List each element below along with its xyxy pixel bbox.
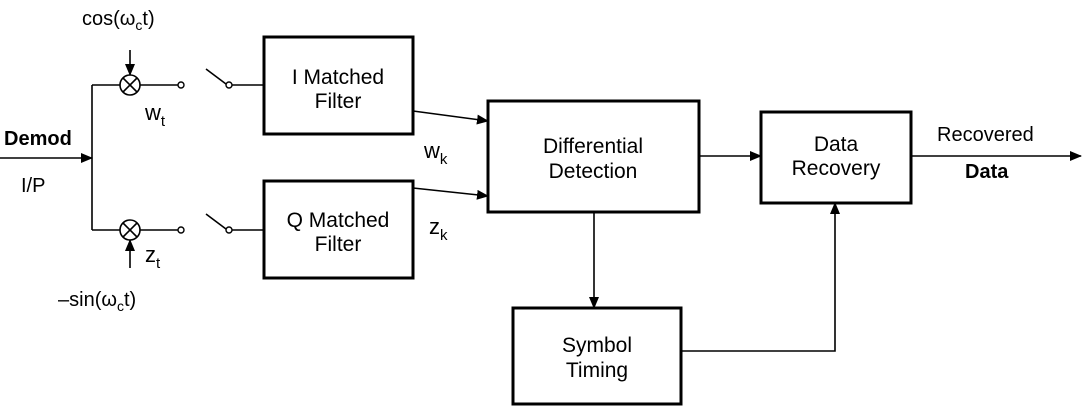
q-filter-label-line2: Filter <box>315 233 362 256</box>
i-matched-filter-block: I Matched Filter <box>262 35 415 136</box>
symbol-timing-block: Symbol Timing <box>511 306 683 406</box>
q-filter-label-line1: Q Matched <box>287 209 390 232</box>
i-filter-label-line1: I Matched <box>292 66 384 89</box>
recovered-label: Recovered <box>937 124 1034 146</box>
w-k-label: wk <box>423 138 448 168</box>
cos-carrier-label: cos(ωct) <box>82 8 155 33</box>
timing-label-line1: Symbol <box>562 334 632 357</box>
detection-label-line1: Differential <box>543 135 643 158</box>
data-output-label: Data <box>965 161 1009 183</box>
i-filter-to-detection-line <box>412 110 489 125</box>
input-port-label: I/P <box>21 175 45 197</box>
i-filter-label-line2: Filter <box>315 90 362 113</box>
wires <box>0 50 1082 352</box>
q-filter-to-detection-line <box>412 187 489 200</box>
demod-label: Demod <box>4 128 72 150</box>
recovery-label-line1: Data <box>814 133 859 156</box>
detection-label-line2: Detection <box>549 160 638 183</box>
lower-mixer <box>119 219 141 241</box>
upper-switch <box>177 68 233 89</box>
timing-to-recovery-line <box>681 202 840 352</box>
sin-carrier-label: –sin(ωct) <box>58 289 136 314</box>
z-t-label: zt <box>145 242 161 272</box>
recovery-label-line2: Recovery <box>792 157 881 180</box>
z-k-label: zk <box>429 214 448 244</box>
q-matched-filter-block: Q Matched Filter <box>262 179 415 280</box>
upper-mixer <box>119 74 141 96</box>
w-t-label: wt <box>144 100 166 130</box>
differential-detection-block: Differential Detection <box>486 99 701 214</box>
lower-switch <box>177 213 233 234</box>
timing-label-line2: Timing <box>566 359 628 382</box>
data-recovery-block: Data Recovery <box>759 110 913 205</box>
